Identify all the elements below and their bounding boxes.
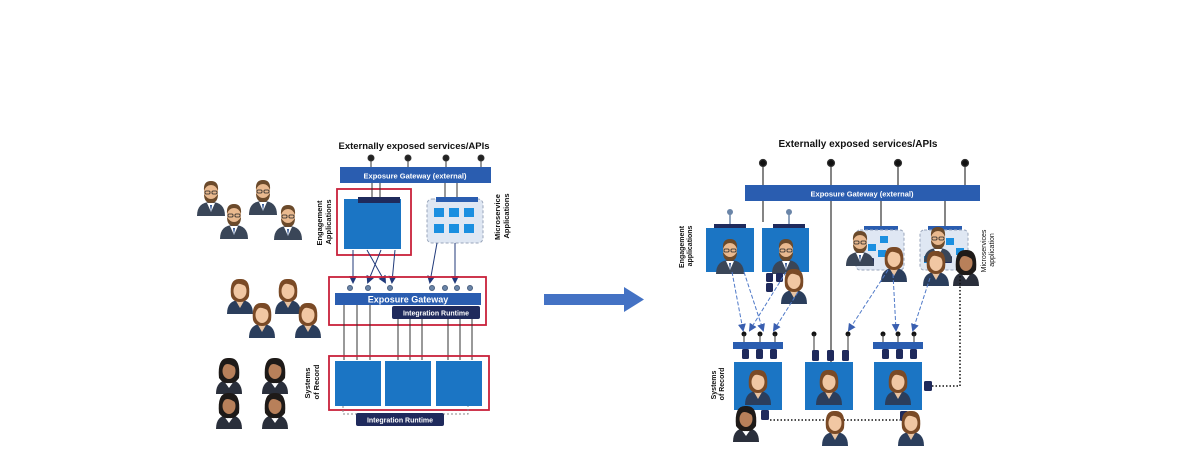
left-men-group: [196, 179, 303, 241]
man-with-beard-icon: [196, 180, 226, 217]
left-sor-box-1: [335, 361, 381, 406]
right-sor-box-3: [874, 362, 922, 410]
left-women-group: [227, 278, 321, 338]
left-microservice-container: [426, 198, 484, 244]
right-microservice-app-2: [919, 226, 979, 286]
right-engagement-label: Engagement applications: [679, 224, 694, 268]
woman-dark-hair-icon: [733, 405, 759, 442]
woman-icon: [822, 410, 848, 446]
left-exposure-gateway-external: [340, 167, 491, 183]
right-engagement-app-1: [706, 209, 754, 275]
right-sor-box-1: [734, 362, 782, 410]
left-gateway-highlight: [328, 276, 487, 326]
right-diagram: Externally exposed services/APIs Exposur…: [679, 139, 996, 446]
left-systems-label: Systems of Record: [303, 364, 321, 399]
right-microservice-app-1: [845, 226, 907, 282]
woman-icon: [227, 278, 253, 314]
left-engagement-label: Engagement Applications: [315, 198, 333, 245]
left-microservice-label: Microservice Applications: [493, 192, 511, 240]
transition-arrow-icon: [544, 287, 644, 312]
right-exposure-gateway-external: [745, 185, 980, 201]
left-integration-runtime-bottom-label: Integration Runtime: [367, 418, 433, 425]
man-with-beard-icon: [219, 203, 249, 240]
left-integration-runtime-top-label: Integration Runtime: [403, 311, 469, 318]
right-title: Externally exposed services/APIs: [779, 139, 938, 150]
left-engagement-highlight: [336, 188, 412, 256]
left-sor-box-2: [385, 361, 431, 406]
left-title: Externally exposed services/APIs: [338, 141, 489, 152]
right-sor-gateway-1: [733, 331, 783, 359]
right-sor-gateway-2: [811, 331, 851, 361]
left-sor-highlight: [328, 355, 490, 411]
woman-icon: [275, 278, 301, 314]
right-sor-gateway-3: [873, 331, 923, 359]
right-engagement-app-2: [762, 209, 809, 304]
right-systems-label: Systems of Record: [711, 368, 726, 401]
left-engagement-app-box: [344, 199, 401, 249]
left-exposure-gateway: [335, 293, 481, 305]
left-diagram: Externally exposed services/APIs Exposur…: [196, 141, 511, 429]
right-dotted-connector: [932, 276, 961, 387]
right-api-pins: [758, 158, 970, 185]
right-sor-box-2: [805, 362, 853, 410]
left-exposure-gateway-label: Exposure Gateway: [368, 295, 449, 305]
left-api-pins: [367, 154, 485, 168]
woman-dark-hair-icon: [216, 392, 242, 429]
left-exposure-gateway-external-label: Exposure Gateway (external): [364, 172, 467, 181]
left-women-dark-group: [216, 357, 288, 429]
man-with-beard-icon: [248, 179, 278, 216]
left-microservice-tiles: [434, 208, 474, 233]
left-sor-box-3: [436, 361, 482, 406]
woman-dark-hair-icon: [262, 392, 288, 429]
left-integration-runtime-top: [392, 306, 480, 319]
left-sor-connectors: [343, 305, 473, 360]
left-integration-runtime-bottom: [356, 413, 444, 426]
right-dashed-arrows: [731, 269, 931, 332]
left-gateway-pins: [347, 285, 473, 291]
right-exposure-gateway-external-label: Exposure Gateway (external): [811, 190, 914, 199]
right-microservices-label: Microservices application: [981, 228, 996, 273]
woman-dark-hair-icon: [216, 357, 242, 394]
woman-icon: [249, 302, 275, 338]
woman-dark-hair-icon: [262, 357, 288, 394]
man-with-beard-icon: [273, 204, 303, 241]
